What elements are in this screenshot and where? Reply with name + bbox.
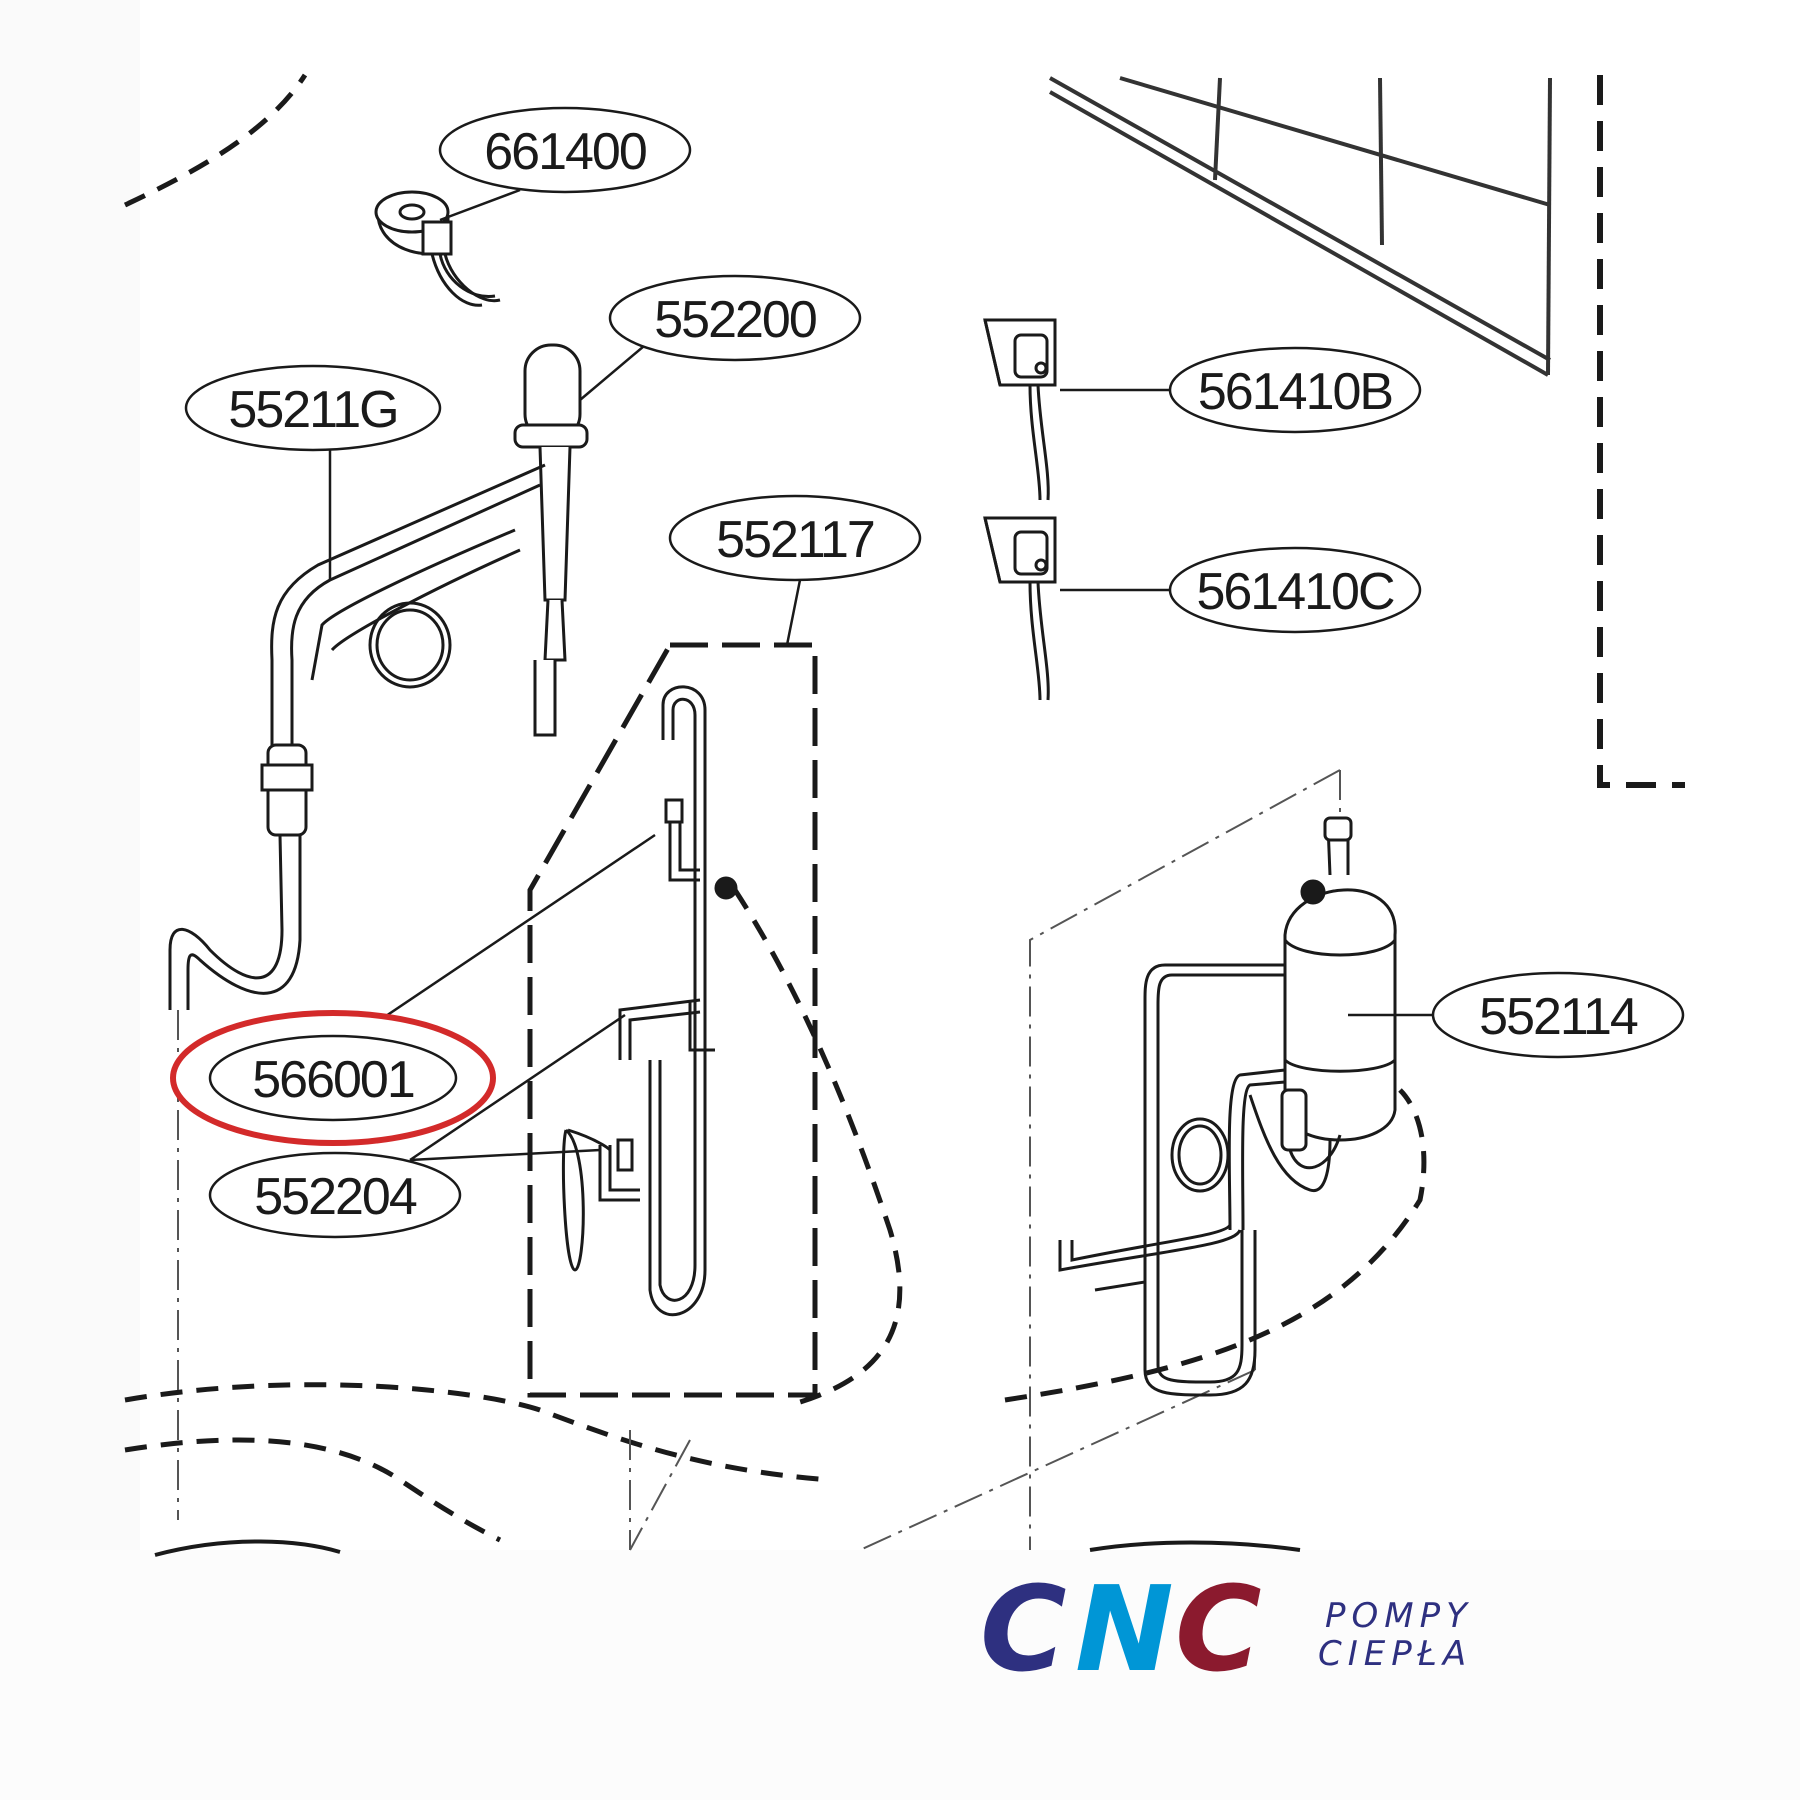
callout-label: 552114 (1479, 988, 1638, 1046)
callout-552114: 552114 (1431, 971, 1685, 1059)
callout-label: 561410C (1196, 563, 1394, 621)
group-box-552117 (527, 642, 903, 1408)
coil-part-561410c (983, 516, 1057, 701)
logo-letter-3: C (1175, 1560, 1261, 1698)
logo-letter-1: C (980, 1560, 1066, 1698)
accumulator-part-552114 (1058, 816, 1397, 1397)
brand-logo: C N C POMPY CIEPŁA (980, 1560, 1473, 1698)
logo-letter-2: N (1075, 1560, 1172, 1698)
frame-grid (1049, 76, 1552, 377)
sensor-part-661400 (374, 190, 501, 307)
callout-label: 566001 (252, 1051, 414, 1109)
logo-line-2: CIEPŁA (1318, 1634, 1472, 1674)
coil-part-561410b (983, 318, 1057, 501)
callout-label: 552204 (254, 1168, 417, 1226)
logo-line-1: POMPY (1325, 1596, 1473, 1636)
callout-552200: 552200 (608, 274, 862, 362)
callout-552204: 552204 (208, 1151, 462, 1239)
callout-label: 552200 (654, 291, 816, 349)
background-outline (123, 73, 1685, 1557)
pipe-assembly-55211g (168, 463, 546, 1010)
callout-label: 552117 (716, 511, 874, 569)
callout-566001: 566001 (170, 1010, 496, 1146)
pipe-part-552117 (561, 685, 738, 1317)
callout-55211g: 55211G (184, 364, 442, 452)
callout-552117: 552117 (668, 494, 922, 582)
callout-561410c: 561410C (1168, 546, 1422, 634)
callout-661400: 661400 (438, 106, 692, 194)
valve-part-552200 (513, 343, 589, 737)
callout-label: 661400 (484, 123, 646, 181)
callout-label: 561410B (1198, 363, 1392, 421)
leader-lines (328, 188, 1435, 1162)
callout-label: 55211G (228, 381, 397, 439)
callout-561410b: 561410B (1168, 346, 1422, 434)
